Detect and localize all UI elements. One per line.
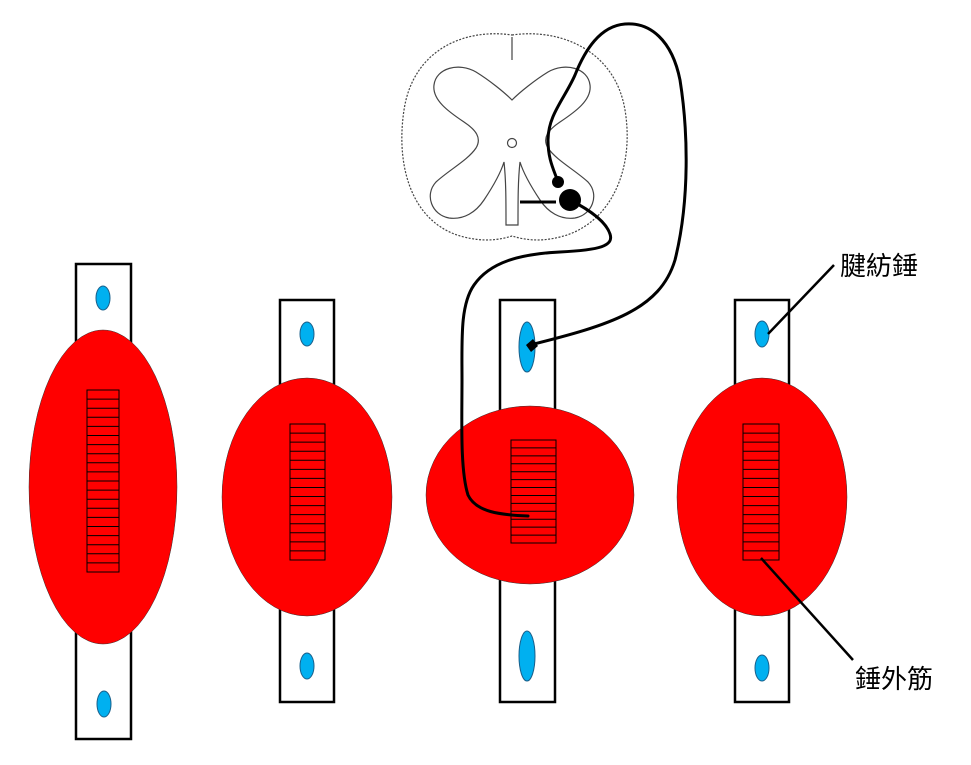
muscle-1	[28, 262, 178, 741]
tendon-spindle-top	[299, 321, 315, 347]
fiber-outline	[742, 423, 780, 561]
fiber-outline	[289, 423, 326, 561]
muscle-fiber	[742, 423, 780, 561]
muscle-4	[676, 298, 848, 704]
muscle-3	[425, 298, 635, 704]
spinal-cord-section	[401, 33, 628, 241]
muscle-fiber	[86, 389, 120, 573]
tendon-spindle-top	[95, 285, 111, 311]
tendon-spindle-bottom	[754, 654, 770, 682]
leader-line-spindle	[767, 264, 835, 335]
afferent-nerve	[528, 22, 688, 347]
afferent-ending	[526, 339, 538, 352]
label-muscle-spindle: 腱紡錘	[840, 252, 918, 282]
tendon-spindle-bottom	[518, 630, 536, 682]
muscle-2	[221, 298, 393, 704]
efferent-nerve	[460, 198, 613, 518]
fiber-outline	[510, 439, 557, 544]
muscle-belly	[28, 329, 178, 645]
label-extrafusal-fiber: 錘外筋	[855, 665, 933, 695]
leader-line-fiber	[760, 557, 854, 661]
muscle-fiber	[510, 439, 557, 544]
muscle-fiber	[289, 423, 326, 561]
tendon-spindle-bottom	[299, 652, 315, 680]
tendon-spindle-bottom	[96, 690, 112, 718]
central-canal	[506, 137, 518, 149]
tendon-spindle-top	[754, 320, 770, 348]
